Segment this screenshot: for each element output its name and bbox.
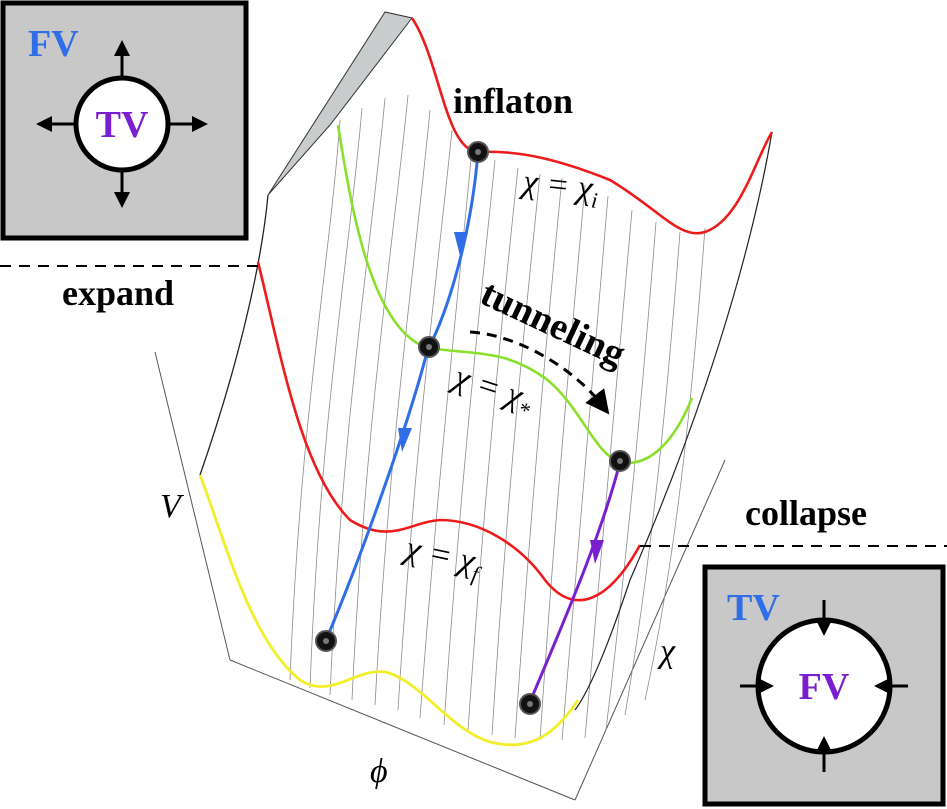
label-expand: expand <box>62 273 174 313</box>
field-dots <box>315 141 631 715</box>
axis-label-v: V <box>160 488 185 525</box>
arrowhead-icon <box>398 428 412 452</box>
label-inflaton: inflaton <box>453 81 573 121</box>
inset-expand-outer-label: FV <box>28 23 79 65</box>
label-chi-i: χ = χi <box>518 163 601 213</box>
curve-chi-i <box>410 17 774 235</box>
axes-frame <box>154 351 726 801</box>
surface-right-edge <box>574 131 773 711</box>
surface-top-shade <box>267 11 413 196</box>
v-axis-line <box>154 351 231 661</box>
phi-axis-line <box>229 659 576 801</box>
inset-expand: FV TV <box>0 0 249 241</box>
tunneled-path <box>528 461 622 703</box>
label-chi-f: χ = χf <box>398 529 487 587</box>
axis-label-phi: ϕ <box>370 753 388 790</box>
inset-collapse-outer-label: TV <box>727 587 780 629</box>
label-collapse: collapse <box>745 493 867 533</box>
axis-label-chi: χ <box>657 633 676 670</box>
inset-collapse: TV FV <box>702 564 946 807</box>
tunneling-arrow <box>469 330 610 415</box>
arrowhead-icon <box>454 232 468 256</box>
curve-chi-star <box>336 124 694 465</box>
arrowhead-icon <box>590 540 604 564</box>
surface-grid <box>289 94 706 741</box>
label-chi-star: χ = χ* <box>445 357 538 423</box>
outward-arrows-icon <box>48 52 196 196</box>
curve-bottom <box>198 474 580 747</box>
surface-left-edge <box>199 194 269 476</box>
inset-expand-inner-label: TV <box>96 104 149 146</box>
inset-collapse-inner-label: FV <box>799 666 850 708</box>
chi-axis-line <box>574 459 726 801</box>
